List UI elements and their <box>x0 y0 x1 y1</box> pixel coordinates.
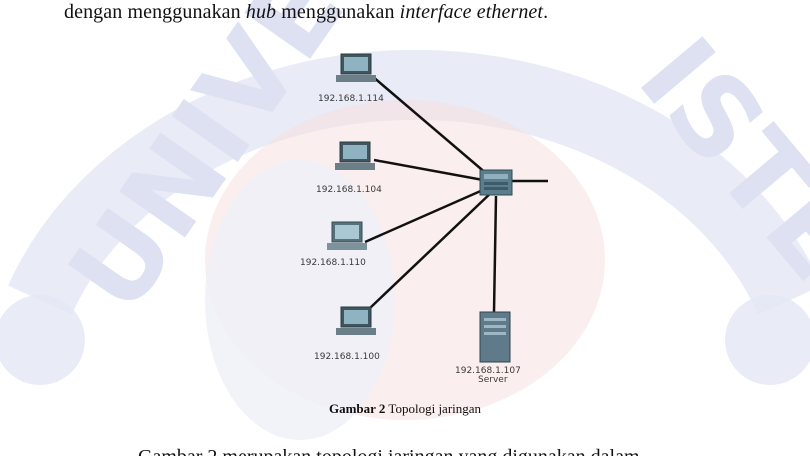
intro-sentence: dengan menggunakan hub menggunakan inter… <box>64 1 548 24</box>
intro-suffix: . <box>543 1 549 23</box>
server-name-label: Server <box>478 375 508 385</box>
caption-number: Gambar 2 <box>328 401 386 416</box>
pc-icon-host-1 <box>336 53 376 82</box>
host-2-label: 192.168.1.104 <box>316 185 382 195</box>
host-3-label: 192.168.1.110 <box>300 258 366 268</box>
pc-icon-host-2 <box>335 141 375 170</box>
server-ip-label: 192.168.1.107 <box>455 366 521 376</box>
link-server <box>492 195 498 313</box>
link-host-2 <box>373 158 495 184</box>
link-host-4 <box>369 189 495 309</box>
caption-title: Topologi jaringan <box>385 401 482 416</box>
server-icon <box>479 311 511 363</box>
figure-caption: Gambar 2 Topologi jaringan <box>0 401 810 417</box>
intro-hub: hub <box>245 1 277 23</box>
pc-icon-host-3 <box>327 221 367 250</box>
body-text-line: Gambar 2 merupakan topologi jaringan yan… <box>138 446 640 456</box>
host-4-label: 192.168.1.100 <box>314 352 380 362</box>
pc-icon-host-4 <box>336 306 376 335</box>
hub-icon <box>479 169 513 196</box>
link-host-1 <box>371 75 495 181</box>
link-host-3 <box>364 184 493 244</box>
intro-middle: menggunakan <box>276 1 400 23</box>
host-1-label: 192.168.1.114 <box>318 94 384 104</box>
intro-prefix: dengan menggunakan <box>64 1 246 23</box>
intro-interface: interface ethernet <box>399 1 544 23</box>
